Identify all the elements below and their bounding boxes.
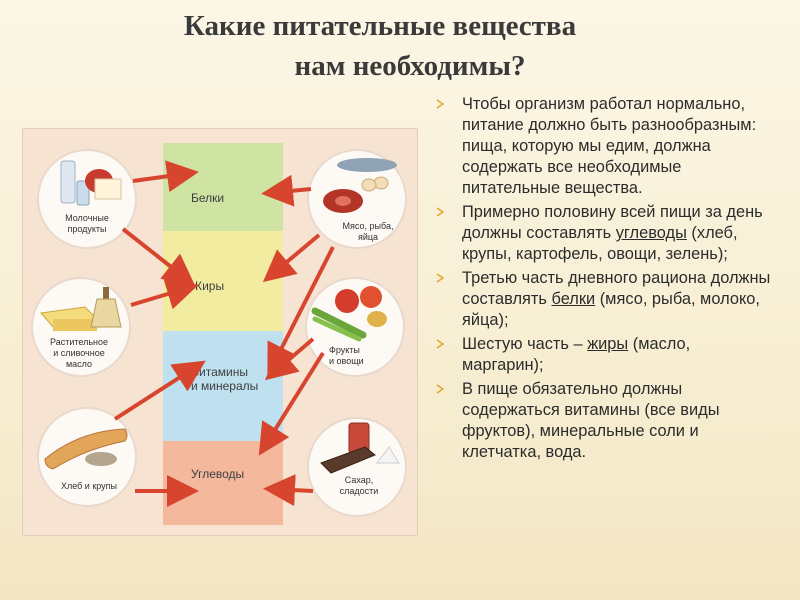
connection-arrows — [113, 160, 335, 507]
sugar-sweets-icon — [320, 422, 400, 474]
arrow-dairy-fats — [121, 227, 196, 286]
bullet-text-4b: (масло, маргарин); — [462, 335, 691, 374]
circle-meat: Мясо, рыба, яйца — [307, 149, 407, 249]
bread-label: Хлеб и крупы — [60, 481, 118, 491]
bread-grains-icon — [44, 428, 128, 470]
butter-oil-icon — [40, 287, 122, 331]
circle-bread: Хлеб и крупы — [37, 407, 137, 507]
band-label-carbs: Углеводы — [191, 467, 245, 481]
dairy-label-1: Молочные — [65, 213, 109, 223]
oil-label-3: масло — [65, 359, 93, 369]
bullet-list: Чтобы организм работал нормально, питани… — [436, 94, 776, 466]
bullet-marker-icon — [436, 339, 445, 349]
bullet-item: Третью часть дневного рациона должны сос… — [436, 268, 776, 331]
bullet-text-2a: Примерно половину всей пищи за день долж… — [462, 203, 763, 242]
dairy-products-icon — [60, 160, 122, 206]
arrow-bread-vitamins — [113, 360, 206, 421]
bullet-text-5: В пище обязательно должны содержаться ви… — [462, 380, 720, 461]
fruits-vegetables-icon — [311, 286, 387, 342]
bullet-text-2b: (хлеб, крупы, картофель, овощи, зелень); — [462, 224, 738, 263]
arrow-sugar-carbs — [263, 474, 314, 507]
arrow-fruit-vitamins — [264, 337, 315, 381]
title-line-2: нам необходимы? — [294, 50, 526, 82]
fruit-label-2: и овощи — [329, 356, 364, 366]
arrow-meat-fats — [262, 233, 321, 283]
oil-label-1: Растительное — [49, 337, 108, 347]
arrow-oil-fats — [130, 278, 199, 310]
bullet-marker-icon — [436, 384, 445, 394]
circle-sugar: Сахар, сладости — [307, 417, 407, 517]
arrow-meat-proteins — [261, 174, 312, 207]
bullet-marker-icon — [436, 99, 445, 109]
band-label-proteins: Белки — [191, 191, 225, 205]
meat-label-2: яйца — [357, 232, 379, 242]
bullet-text-3a: Третью часть дневного рациона должны сос… — [462, 269, 771, 308]
bullet-text-2-underlined: углеводы — [615, 224, 687, 242]
meat-fish-eggs-icon — [323, 158, 397, 213]
title-line-1: Какие питательные вещества — [183, 10, 577, 42]
circle-dairy: Молочные продукты — [37, 149, 137, 249]
arrow-fruit-carbs — [258, 351, 325, 456]
bullet-marker-icon — [436, 207, 445, 217]
bullet-item: Шестую часть – жиры (масло, маргарин); — [436, 334, 776, 376]
bullet-text-4-underlined: жиры — [587, 335, 629, 353]
arrow-dairy-proteins — [132, 160, 199, 193]
meat-label-1: Мясо, рыба, — [342, 221, 394, 231]
bullet-item: Примерно половину всей пищи за день долж… — [436, 202, 776, 265]
bullet-text-3b: (мясо, рыба, молоко, яйца); — [462, 290, 760, 329]
fruit-label-1: Фрукты — [329, 345, 360, 355]
circle-oil: Растительное и сливочное масло — [31, 277, 131, 377]
bullet-marker-icon — [436, 273, 445, 283]
bullet-text-1: Чтобы организм работал нормально, питани… — [462, 95, 757, 197]
dairy-label-2: продукты — [67, 224, 107, 234]
bullet-item: В пище обязательно должны содержаться ви… — [436, 379, 776, 463]
oil-label-2: и сливочное — [53, 348, 105, 358]
nutrition-figure: Белки Жиры Витамины и минералы Углеводы … — [22, 128, 418, 536]
bullet-text-4a: Шестую часть – — [462, 335, 588, 353]
sugar-label-1: Сахар, — [344, 475, 374, 485]
bullet-text-3-underlined: белки — [551, 290, 596, 308]
sugar-label-2: сладости — [339, 486, 379, 496]
band-label-minerals: и минералы — [191, 379, 259, 393]
circle-fruit: Фрукты и овощи — [305, 277, 405, 377]
slide-title: Какие питательные вещества нам необходим… — [0, 6, 800, 86]
bullet-item: Чтобы организм работал нормально, питани… — [436, 94, 776, 199]
band-label-fats: Жиры — [191, 279, 225, 293]
